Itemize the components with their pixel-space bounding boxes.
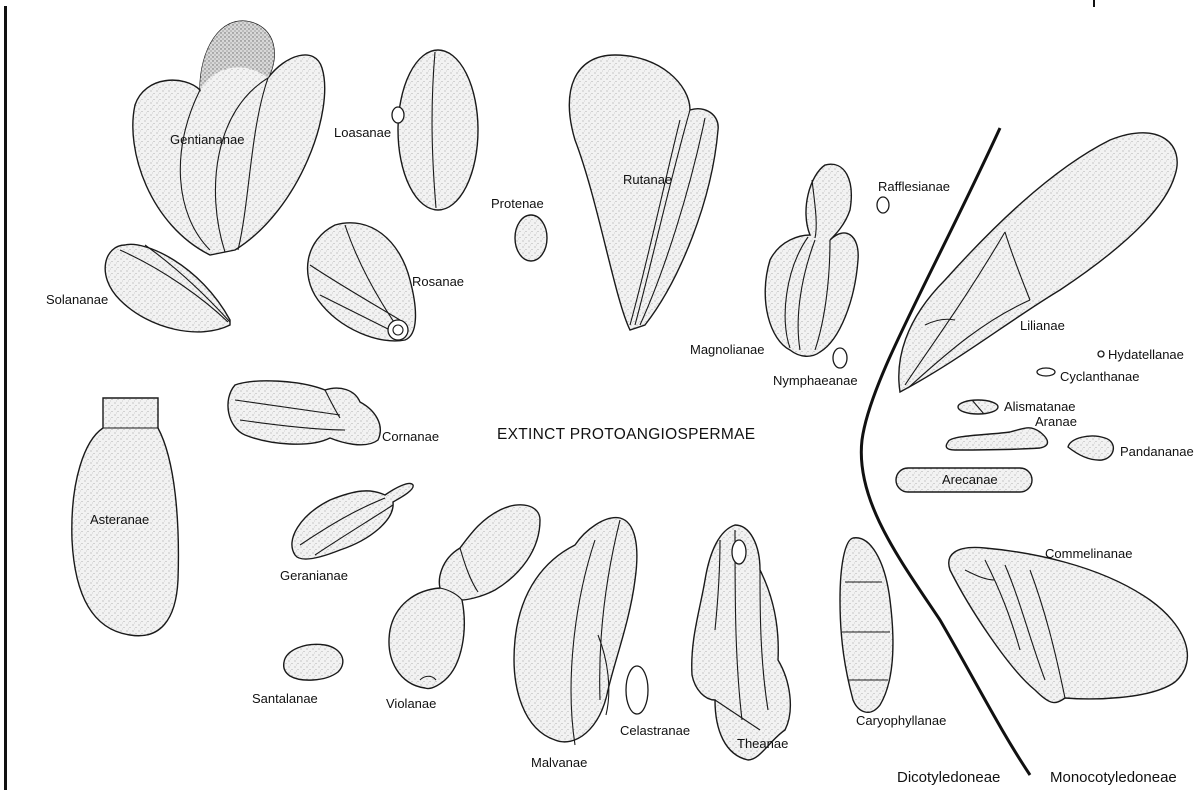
alismatanae-shape <box>958 400 998 414</box>
cyclanthanae-shape <box>1037 368 1055 376</box>
santalanae-label: Santalanae <box>252 691 318 706</box>
dicotyledoneae-label: Dicotyledoneae <box>897 769 1000 786</box>
solananae-label: Solananae <box>46 292 108 307</box>
violanae-label: Violanae <box>386 696 436 711</box>
geranianae-shape <box>292 483 413 559</box>
magnolianae-shape <box>765 164 858 356</box>
alismatanae-label: Alismatanae <box>1004 399 1076 414</box>
hydatellanae-shape <box>1098 351 1104 357</box>
rosanae-label: Rosanae <box>412 274 464 289</box>
loasanae-label: Loasanae <box>334 125 391 140</box>
nymphaeanae-label: Nymphaeanae <box>773 373 858 388</box>
commelinanae-label: Commelinanae <box>1045 546 1132 561</box>
center-label: EXTINCT PROTOANGIOSPERMAE <box>497 426 755 443</box>
geranianae-label: Geranianae <box>280 568 348 583</box>
hydatellanae-label: Hydatellanae <box>1108 347 1184 362</box>
loasanae-shape <box>392 50 478 210</box>
aranae-label: Aranae <box>1035 414 1077 429</box>
aranae-shape <box>946 428 1047 450</box>
protenae-shape <box>515 215 547 261</box>
cornanae-shape <box>228 381 380 445</box>
monocotyledoneae-label: Monocotyledoneae <box>1050 769 1177 786</box>
pandananae-shape <box>1068 436 1113 460</box>
rosanae-shape <box>308 223 416 341</box>
santalanae-shape <box>284 644 343 680</box>
protenae-label: Protenae <box>491 196 544 211</box>
celastranae-label: Celastranae <box>620 723 690 738</box>
nymphaeanae-shape <box>833 348 847 368</box>
rafflesianae-shape <box>877 197 889 213</box>
rutanae-shape <box>569 55 718 330</box>
theanae-shape <box>692 525 791 760</box>
celastranae-shape <box>626 666 648 714</box>
theanae-label: Theanae <box>737 736 788 751</box>
top-right-tick <box>1093 0 1095 7</box>
left-frame-bar <box>4 6 7 790</box>
caryophyllanae-shape <box>840 538 893 713</box>
commelinanae-shape <box>949 547 1188 702</box>
lilianae-label: Lilianae <box>1020 318 1065 333</box>
pandananae-label: Pandananae <box>1120 444 1194 459</box>
solananae-shape <box>105 244 230 332</box>
cornanae-label: Cornanae <box>382 429 439 444</box>
arecanae-label: Arecanae <box>942 472 998 487</box>
gentiananae-label: Gentiananae <box>170 132 244 147</box>
magnolianae-label: Magnolianae <box>690 342 764 357</box>
cyclanthanae-label: Cyclanthanae <box>1060 369 1140 384</box>
malvanae-label: Malvanae <box>531 755 587 770</box>
rutanae-label: Rutanae <box>623 172 672 187</box>
rafflesianae-label: Rafflesianae <box>878 179 950 194</box>
caryophyllanae-label: Caryophyllanae <box>856 713 946 728</box>
asteranae-label: Asteranae <box>90 512 149 527</box>
